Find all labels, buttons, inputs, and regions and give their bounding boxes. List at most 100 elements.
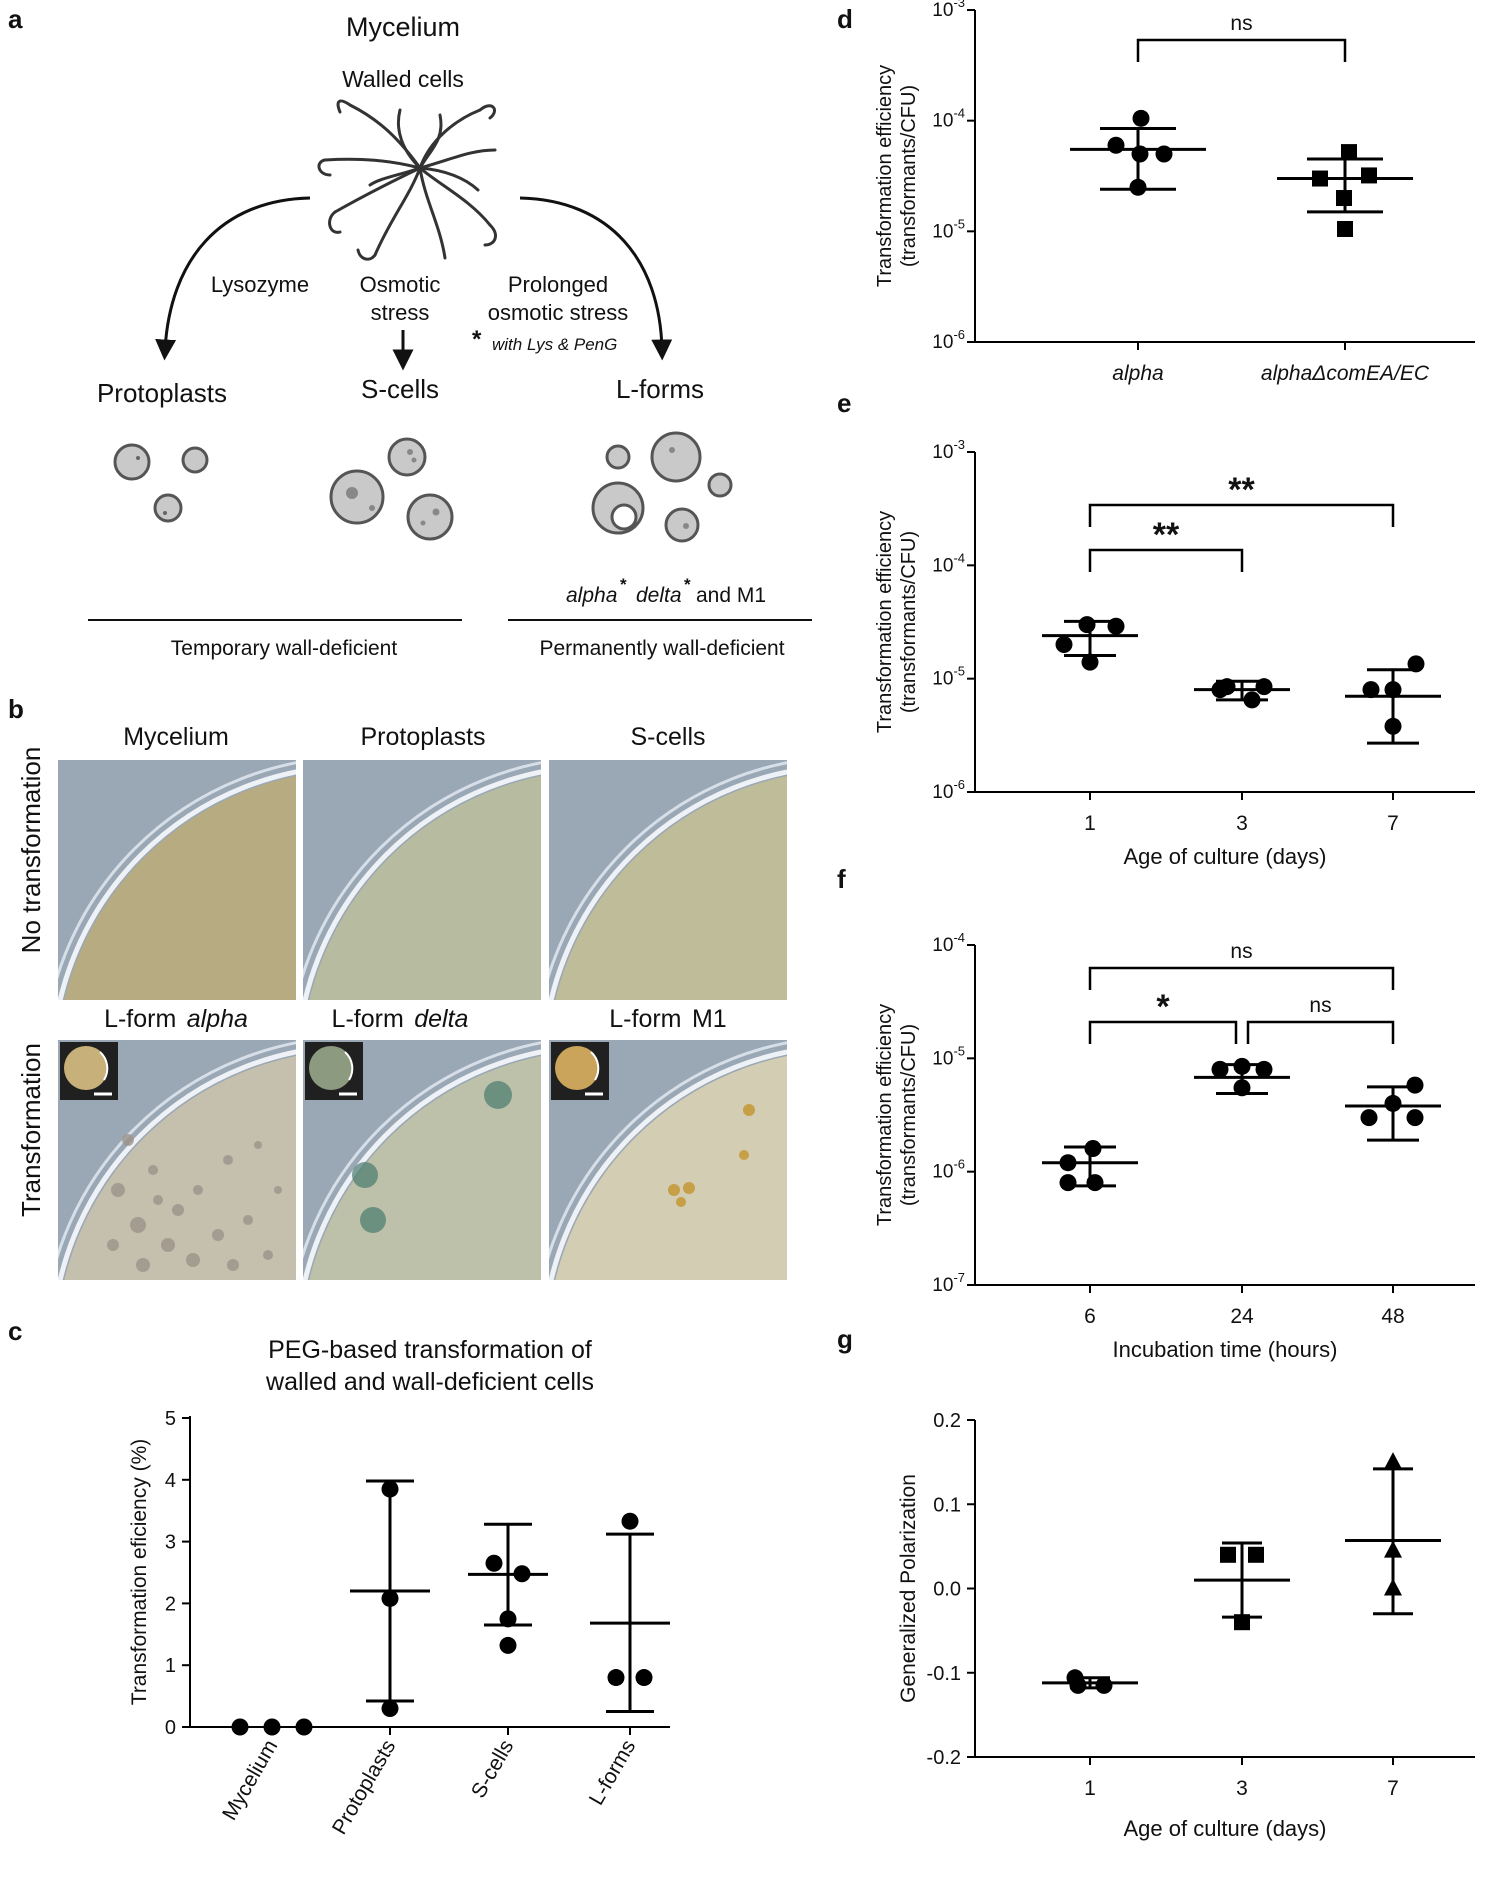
s-cells-label: S-cells	[361, 374, 439, 404]
panel-label-e: e	[837, 388, 851, 418]
chart-d-x-tick-label: alpha	[1112, 362, 1163, 385]
walled-cells-label: Walled cells	[342, 66, 464, 92]
colony	[739, 1150, 749, 1160]
chart-d-y-tick-label: 10-3	[932, 0, 965, 21]
colony	[122, 1134, 134, 1146]
chart-d-y-tick-label: 10-4	[932, 106, 965, 132]
lysozyme-label: Lysozyme	[211, 272, 309, 297]
panel-a: Mycelium Walled cells Lysozy	[88, 12, 812, 660]
chart-g-x-axis-label: Age of culture (days)	[1124, 1816, 1327, 1841]
tick-exponent: -5	[953, 664, 965, 679]
protoplasts-label: Protoplasts	[97, 378, 227, 408]
chart-f-significance-label: ns	[1309, 994, 1331, 1017]
panel-label-g: g	[837, 1324, 853, 1354]
inset-highlight	[344, 1051, 354, 1081]
chart-f-x-axis-label: Incubation time (hours)	[1113, 1337, 1338, 1362]
tick-exponent: -5	[953, 216, 965, 231]
tick-base: 10	[932, 221, 953, 242]
stress-label: stress	[371, 300, 430, 325]
data-point	[381, 1480, 399, 1498]
plate-s-cells	[549, 760, 787, 1000]
data-point-square	[1312, 170, 1328, 187]
colony	[186, 1253, 200, 1267]
plate-delta	[303, 1040, 541, 1280]
colony	[172, 1204, 184, 1216]
colony	[743, 1104, 755, 1116]
data-point	[1132, 109, 1150, 127]
lf-alpha-title: L-form alpha	[104, 1005, 248, 1033]
inset-highlight	[590, 1051, 600, 1081]
data-point-square	[1220, 1546, 1236, 1563]
data-point	[381, 1589, 399, 1607]
tick-base: 10	[932, 111, 953, 132]
data-point	[1155, 145, 1173, 163]
chart-d-y-tick-label: 10-6	[932, 327, 965, 353]
panel-b: Mycelium Protoplasts S-cells No transfor…	[16, 723, 787, 1280]
colony	[227, 1259, 239, 1271]
lf-m1-name: M1	[692, 1005, 727, 1033]
data-point	[1131, 145, 1149, 163]
data-point	[1055, 636, 1073, 654]
chart-f-y-label-line2: (transformants/CFU)	[898, 1024, 920, 1206]
data-point	[1211, 1060, 1229, 1078]
chart-f-significance-label: ns	[1230, 940, 1252, 963]
chart-f-y-tick-label: 10-4	[932, 930, 965, 956]
data-point-square	[1248, 1546, 1264, 1563]
data-point	[1059, 1154, 1077, 1172]
chart-d-y-tick-label: 10-5	[932, 216, 965, 242]
chart-e-significance-bracket	[1088, 503, 1395, 527]
data-point	[1360, 1109, 1378, 1127]
chart-e-x-tick-label: 1	[1084, 812, 1096, 835]
data-point	[1255, 1060, 1273, 1078]
chart-f-x-tick-label: 6	[1084, 1305, 1096, 1328]
data-point	[485, 1554, 503, 1572]
panel-label-b: b	[8, 694, 24, 724]
chart-c-y-tick-label: 0	[165, 1717, 176, 1739]
tick-exponent: -6	[953, 327, 965, 342]
lf-alpha-name: alpha	[187, 1005, 248, 1033]
data-point	[1059, 1174, 1077, 1192]
data-point	[635, 1669, 653, 1687]
chart-e-y-tick-label: 10-3	[932, 437, 965, 463]
inset-colony	[555, 1046, 599, 1090]
data-point	[1211, 681, 1229, 699]
chart-g-y-tick-label: 0.0	[933, 1579, 961, 1601]
tick-base: 10	[932, 332, 953, 353]
lf-delta-name: delta	[414, 1005, 468, 1033]
chart-e-y-label-line1: Transformation efficiency	[874, 511, 896, 733]
chart-f-y-tick-label: 10-5	[932, 1043, 965, 1069]
chart-c-y-axis-label: Transformation eficiency (%)	[128, 1439, 151, 1705]
colony	[223, 1155, 233, 1165]
data-point	[1233, 1079, 1251, 1097]
osmotic-label: Osmotic	[360, 272, 441, 297]
colony	[111, 1183, 125, 1197]
inset-colony	[64, 1046, 108, 1090]
colony	[360, 1207, 386, 1233]
chart-c-y-tick-label: 4	[165, 1470, 176, 1492]
colony	[153, 1195, 163, 1205]
lf-alpha-prefix: L-form	[104, 1005, 176, 1033]
chart-d-y-label-line1: Transformation efficiency	[874, 65, 896, 287]
data-point	[1255, 678, 1273, 696]
colony	[254, 1141, 262, 1149]
chart-f-significance-bracket	[1088, 1020, 1238, 1044]
chart-e-significance-label: **	[1228, 471, 1255, 509]
asterisk-note: with Lys & PenG	[492, 335, 617, 354]
s-cell-cells	[329, 437, 454, 541]
chart-g-y-axis-label: Generalized Polarization	[897, 1474, 920, 1703]
chart-e-y-tick-label: 10-5	[932, 664, 965, 690]
data-point	[231, 1718, 249, 1736]
data-point	[1069, 1676, 1087, 1694]
tick-base: 10	[932, 555, 953, 576]
data-point	[1243, 691, 1261, 709]
tick-exponent: -6	[953, 1157, 965, 1172]
data-point-square	[1234, 1614, 1250, 1631]
data-point	[295, 1718, 313, 1736]
row-label-transformation: Transformation	[16, 1043, 46, 1217]
chart-c-y-tick-label: 2	[165, 1593, 176, 1615]
row-label-no-transformation: No transformation	[16, 747, 46, 954]
data-point	[1406, 1109, 1424, 1127]
data-point-triangle	[1384, 1452, 1402, 1470]
